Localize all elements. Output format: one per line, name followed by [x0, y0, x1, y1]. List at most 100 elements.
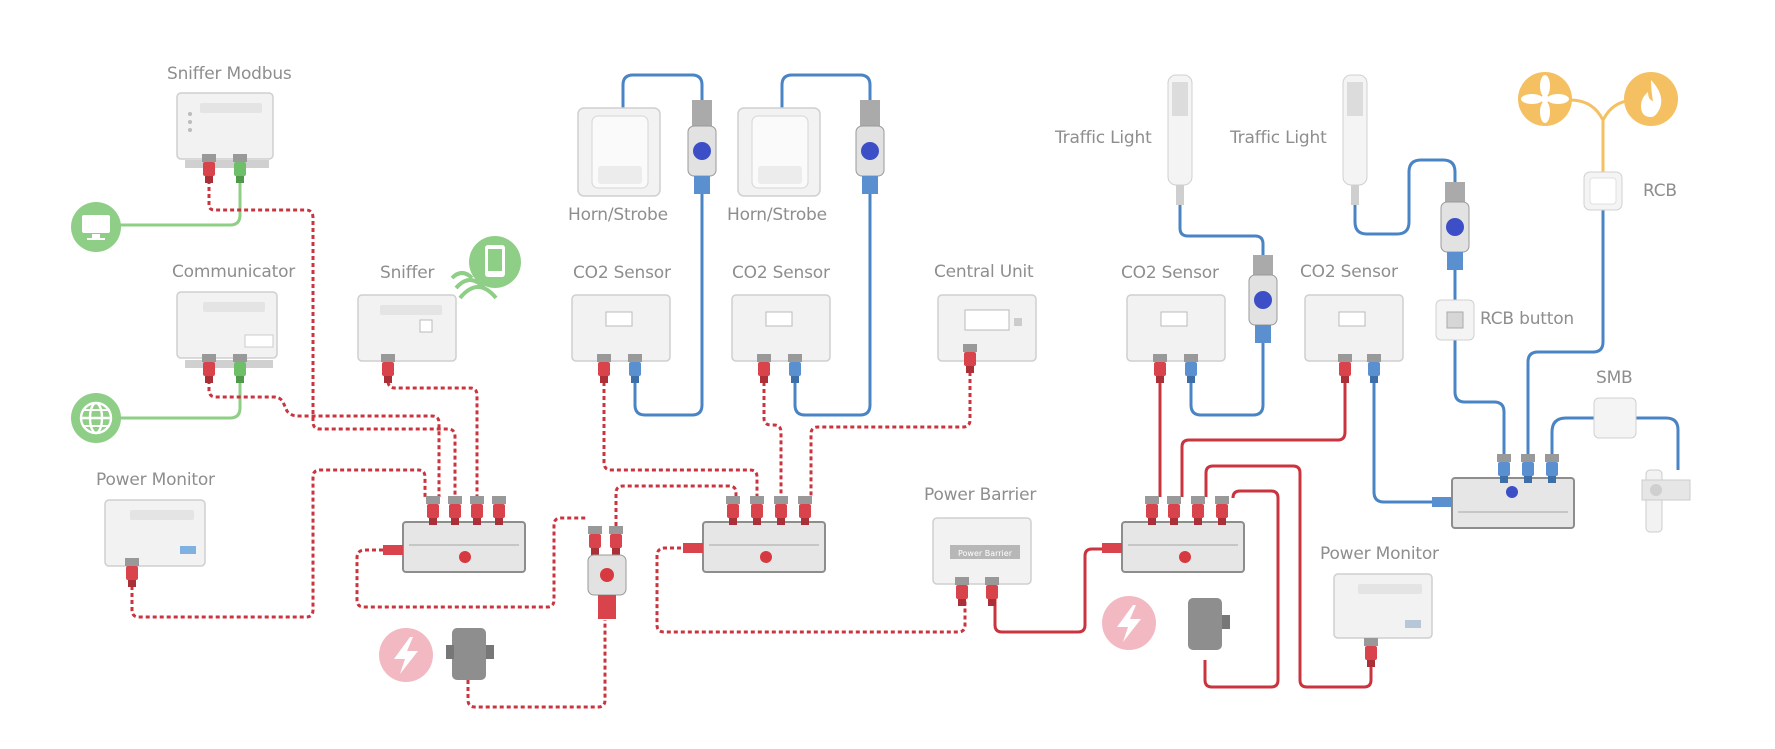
monitor-icon — [71, 202, 121, 252]
wire-horn2 — [780, 73, 872, 110]
co2-sensor-1-device — [571, 294, 671, 362]
wire-hub2-left — [655, 546, 967, 634]
wire-fan — [1569, 98, 1605, 121]
hub-side-connector — [383, 545, 403, 555]
label-smb: SMB — [1596, 368, 1633, 388]
co2-sensor-2-device — [731, 294, 831, 362]
connector-red — [1167, 496, 1181, 525]
hub-side-connector — [1102, 543, 1122, 553]
connector-green — [233, 154, 247, 183]
wire-smb-hub — [1550, 416, 1594, 470]
wire-smb-valve — [1636, 416, 1680, 470]
connector-red — [1364, 638, 1378, 667]
connector-red — [125, 558, 139, 587]
horn-strobe-1-device — [577, 107, 661, 197]
phone-wifi-icon — [450, 236, 521, 300]
connector-red — [1153, 354, 1167, 383]
connector-red — [955, 577, 969, 606]
hub-side-connector — [1432, 497, 1452, 507]
connector-red — [1191, 496, 1205, 525]
hub-2 — [702, 521, 826, 573]
wire-sniffer-modbus — [207, 180, 457, 497]
label-co2-sensor-4: CO2 Sensor — [1300, 262, 1398, 282]
communicator-device — [176, 291, 278, 368]
connector-green — [233, 354, 247, 383]
connector-red — [1215, 496, 1229, 525]
wire-sniffer — [386, 368, 479, 497]
label-power-monitor-right: Power Monitor — [1320, 544, 1439, 564]
connector-red — [202, 354, 216, 383]
connector-blue — [788, 354, 802, 383]
co2-sensor-4-device — [1304, 294, 1404, 362]
hub-4 — [1451, 477, 1575, 529]
lightning-icon — [1102, 596, 1156, 650]
lightning-icon — [379, 628, 433, 682]
wire-co2-4-hub — [1372, 368, 1448, 504]
label-co2-sensor-1: CO2 Sensor — [573, 263, 671, 283]
inline-coupler-3 — [1248, 255, 1278, 343]
fan-icon — [1518, 72, 1572, 126]
label-central-unit: Central Unit — [934, 262, 1034, 282]
label-power-barrier: Power Barrier — [924, 485, 1037, 505]
wire-monitor — [110, 180, 242, 227]
wire-adapter1 — [466, 620, 607, 709]
connector-red — [757, 354, 771, 383]
central-unit-device — [937, 294, 1037, 362]
connector-red — [1145, 496, 1159, 525]
label-sniffer-modbus: Sniffer Modbus — [167, 64, 292, 84]
label-communicator: Communicator — [172, 262, 296, 282]
label-horn-strobe-2: Horn/Strobe — [727, 205, 827, 225]
label-traffic-light-1: Traffic Light — [1055, 128, 1152, 148]
connector-red — [202, 154, 216, 183]
power-barrier-plate: Power Barrier — [958, 549, 1013, 558]
inline-coupler-1 — [687, 100, 717, 194]
connector-red — [963, 344, 977, 373]
label-co2-sensor-2: CO2 Sensor — [732, 263, 830, 283]
label-power-monitor-left: Power Monitor — [96, 470, 215, 490]
label-traffic-light-2: Traffic Light — [1230, 128, 1327, 148]
connector-red — [774, 496, 788, 525]
wire-horn2-co2 — [793, 185, 872, 417]
connector-red — [381, 354, 395, 383]
wire-communicator — [207, 380, 441, 497]
connector-blue — [1367, 354, 1381, 383]
wire-traffic1-co2 — [1189, 338, 1265, 417]
wire-rcbbtn-hub — [1453, 340, 1506, 470]
connector-red — [1338, 354, 1352, 383]
wire-central — [809, 365, 972, 497]
smb-device — [1593, 397, 1637, 439]
label-rcb: RCB — [1643, 181, 1677, 201]
wire-traffic1 — [1178, 205, 1265, 268]
globe-icon — [71, 393, 121, 443]
flame-icon — [1624, 72, 1678, 126]
connector-red — [448, 496, 462, 525]
connector-red — [985, 577, 999, 606]
wire-co2-1 — [602, 368, 759, 497]
power-adapter-2 — [1188, 598, 1230, 650]
hub-side-connector — [683, 543, 703, 553]
inline-coupler-4 — [1440, 182, 1470, 270]
sniffer-modbus-device — [176, 92, 274, 168]
wire-horn1-co2 — [633, 185, 704, 417]
wire-hub1-left — [355, 516, 586, 609]
wire-co2-2 — [762, 368, 783, 497]
sniffer-device — [357, 294, 457, 362]
label-sniffer: Sniffer — [380, 263, 435, 283]
rcb-device — [1583, 171, 1623, 211]
power-monitor-right-device — [1333, 573, 1433, 639]
wire-power-monitor-right — [1204, 464, 1373, 689]
wire-adapter2 — [1203, 489, 1280, 689]
power-adapter-1 — [446, 628, 494, 680]
label-rcb-button: RCB button — [1480, 309, 1574, 329]
power-monitor-left-device — [104, 499, 206, 567]
connector-red — [597, 354, 611, 383]
label-horn-strobe-1: Horn/Strobe — [568, 205, 668, 225]
wire-splitter-hub2 — [614, 484, 738, 540]
traffic-light-1-device — [1167, 74, 1193, 205]
valve-device — [1641, 469, 1691, 533]
wire-rcb-hub — [1526, 210, 1605, 470]
horn-strobe-2-device — [737, 107, 821, 197]
connector-red — [726, 496, 740, 525]
splitter — [587, 526, 627, 619]
connector-blue — [1184, 354, 1198, 383]
